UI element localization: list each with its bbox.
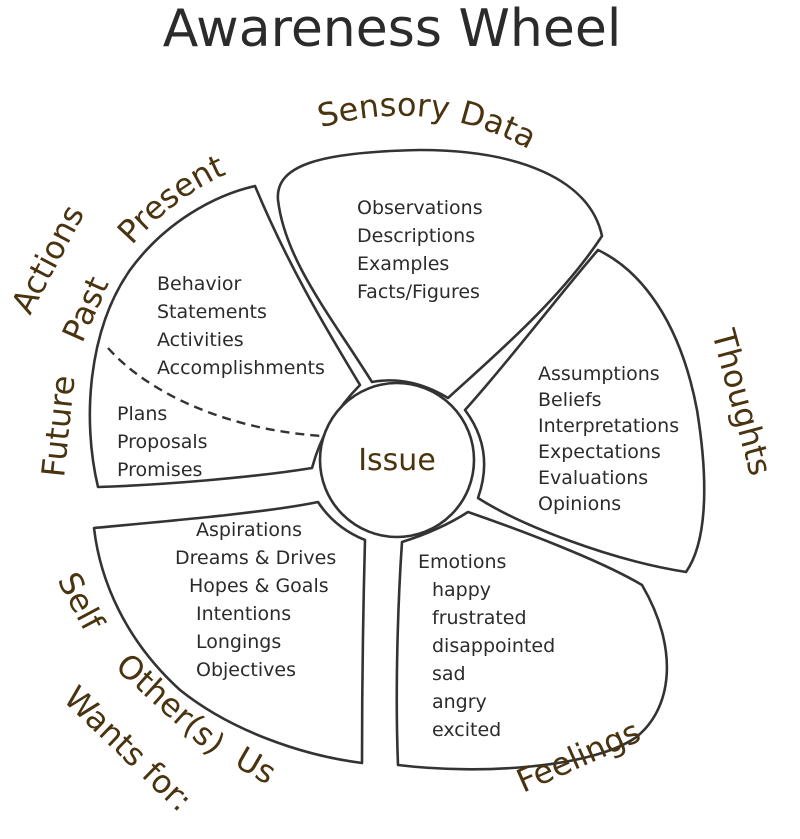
thoughts-items: Assumptions Beliefs Interpretations Expe… [538,363,679,515]
list-item: Accomplishments [157,357,325,379]
list-item: Interpretations [538,415,679,437]
thoughts-label: Thoughts [704,324,780,479]
list-item: Behavior [157,273,242,295]
list-item: Expectations [538,441,661,463]
list-item: Evaluations [538,467,648,489]
feelings-items: Emotions happy frustrated disappointed s… [418,551,555,741]
sensory-data-petal [276,148,604,400]
list-item: Promises [117,459,202,481]
sensory-items: Observations Descriptions Examples Facts… [357,197,483,303]
list-item: Dreams & Drives [175,547,336,569]
list-item: sad [432,663,466,685]
list-item: Beliefs [538,389,602,411]
sensory-data-label: Sensory Data [313,85,542,156]
feelings-petal [395,510,669,771]
list-item: Statements [157,301,267,323]
list-item: excited [432,719,501,741]
actions-future-items: Plans Proposals Promises [117,403,208,481]
scope-self-label: Self [50,566,112,638]
list-item: disappointed [432,635,555,657]
list-item: Examples [357,253,449,275]
issue-label: Issue [358,443,436,478]
list-item: Hopes & Goals [189,575,329,597]
list-item: Objectives [196,659,296,681]
list-item: Plans [117,403,167,425]
list-item: Observations [357,197,483,219]
list-item: Intentions [196,603,291,625]
emotions-heading: Emotions [418,551,506,573]
actions-petal [88,184,362,489]
list-item: happy [432,579,491,601]
list-item: angry [432,691,487,713]
list-item: frustrated [432,607,527,629]
wants-petal [92,500,367,765]
issue-hub [318,381,476,539]
thoughts-petal [463,248,706,574]
list-item: Aspirations [196,519,302,541]
list-item: Assumptions [538,363,660,385]
list-item: Descriptions [357,225,475,247]
wants-items: Aspirations Dreams & Drives Hopes & Goal… [175,519,336,681]
diagram-title: Awareness Wheel [163,0,622,59]
past-future-divider [107,347,323,438]
list-item: Facts/Figures [357,281,480,303]
list-item: Activities [157,329,244,351]
list-item: Opinions [538,493,621,515]
scope-us-label: Us [229,739,283,792]
tense-future-label: Future [34,374,82,479]
actions-past-present-items: Behavior Statements Activities Accomplis… [157,273,325,379]
list-item: Longings [196,631,281,653]
list-item: Proposals [117,431,208,453]
